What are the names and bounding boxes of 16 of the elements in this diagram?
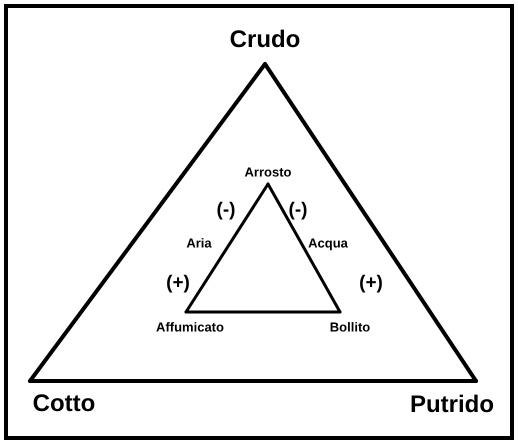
vertex-label: Affumicato xyxy=(156,320,224,334)
vertex-label: Crudo xyxy=(230,28,300,52)
edge-label: Aria xyxy=(185,236,213,250)
sign-label: (+) xyxy=(359,274,383,292)
triangle-side xyxy=(184,182,270,314)
triangle-side xyxy=(28,379,478,383)
triangle-side xyxy=(184,310,342,314)
vertex-label: Putrido xyxy=(410,393,494,417)
edge-label: Acqua xyxy=(307,236,349,250)
vertex-label: Arrosto xyxy=(244,166,292,178)
vertex-label: Cotto xyxy=(32,392,96,416)
sign-label: (-) xyxy=(216,200,236,220)
sign-label: (-) xyxy=(288,200,308,220)
vertex-label: Bollito xyxy=(330,320,370,334)
triangle-side xyxy=(266,182,342,314)
sign-label: (+) xyxy=(166,274,190,292)
